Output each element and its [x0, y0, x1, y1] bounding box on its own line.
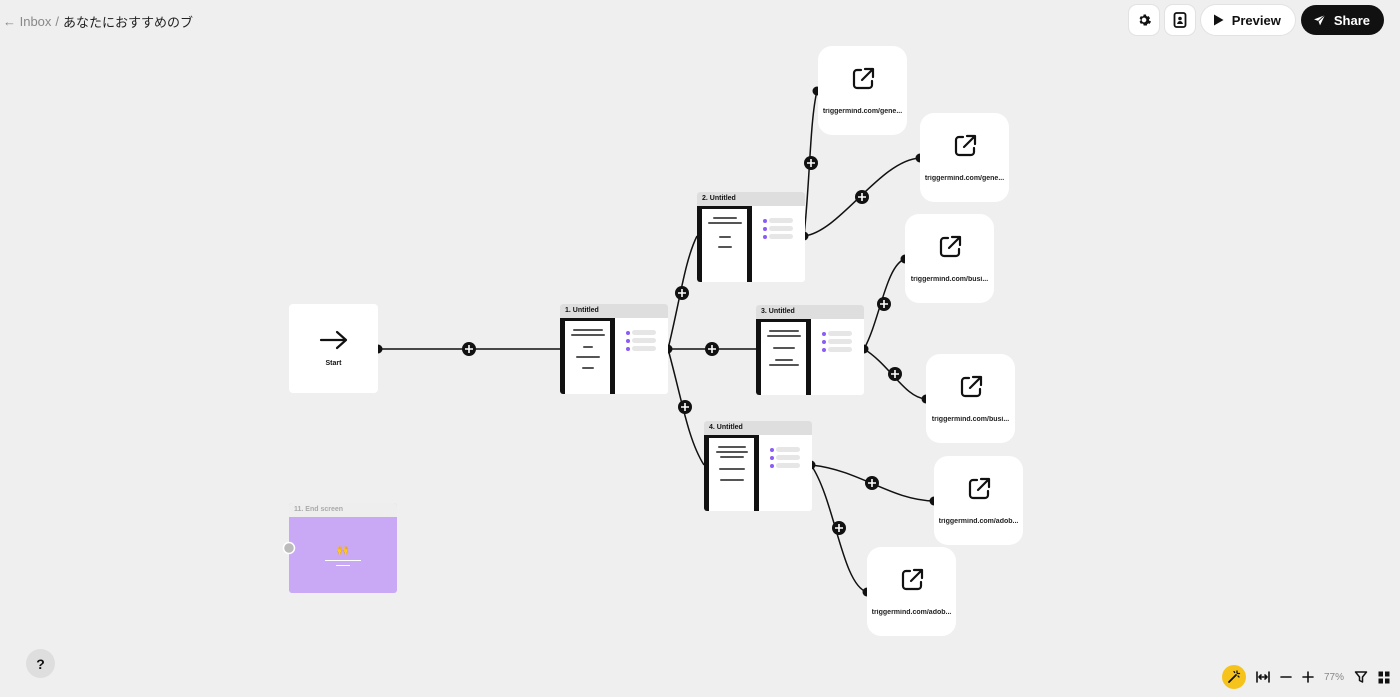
screen-node-1[interactable]: 1. Untitled: [560, 304, 668, 394]
send-icon: [1313, 14, 1326, 25]
choice-list: [770, 447, 800, 471]
redirect-node-3[interactable]: triggermind.com/busi...: [905, 214, 994, 303]
screen-preview: [704, 435, 759, 511]
external-link-icon: [901, 568, 923, 591]
edge-1-to-4: [667, 348, 705, 466]
redirect-node-6[interactable]: triggermind.com/adob...: [867, 547, 956, 636]
add-step-icon: [877, 297, 891, 311]
preview-button[interactable]: Preview: [1200, 5, 1295, 35]
external-link-icon: [960, 375, 982, 398]
add-step-icon: [832, 521, 846, 535]
add-step-icon: [804, 156, 818, 170]
screen-title: 3. Untitled: [756, 305, 864, 319]
screen-preview: [756, 319, 811, 395]
breadcrumb-separator: /: [55, 14, 60, 29]
magic-wand-icon: [1228, 670, 1241, 683]
phone-person-icon: [1173, 12, 1187, 28]
play-icon: [1213, 14, 1224, 26]
external-link-icon: [968, 477, 990, 500]
external-link-icon: [852, 67, 874, 90]
add-step-icon: [865, 476, 879, 490]
screen-node-4[interactable]: 4. Untitled: [704, 421, 812, 511]
share-label: Share: [1333, 12, 1370, 28]
screen-node-3[interactable]: 3. Untitled: [756, 305, 864, 395]
gear-icon: [1139, 14, 1151, 26]
add-step-icon: [705, 342, 719, 356]
zoom-level: 77%: [1323, 671, 1344, 683]
edge-2-to-link1: [803, 90, 818, 237]
redirect-url: triggermind.com/busi...: [931, 416, 1010, 423]
settings-button[interactable]: [1128, 5, 1159, 35]
screen-title: 4. Untitled: [704, 421, 812, 435]
arrow-right-icon: [319, 330, 347, 350]
screen-preview: [697, 206, 752, 282]
screen-title: 2. Untitled: [697, 192, 805, 206]
choice-list: [763, 218, 793, 242]
breadcrumb: ← Inbox / あなたにおすすめのブ: [3, 12, 193, 31]
add-step-icon: [888, 367, 902, 381]
back-to-inbox-link[interactable]: ← Inbox: [3, 14, 52, 29]
mobile-view-button[interactable]: [1164, 5, 1195, 35]
canvas-tools: 77%: [1221, 665, 1390, 689]
redirect-node-2[interactable]: triggermind.com/gene...: [920, 113, 1009, 202]
redirect-url: triggermind.com/adob...: [938, 518, 1019, 525]
edge-4-to-link6: [810, 464, 868, 593]
start-label: Start: [325, 360, 342, 367]
add-step-icon: [675, 286, 689, 300]
add-step-icon: [855, 190, 869, 204]
redirect-url: triggermind.com/gene...: [822, 108, 903, 115]
external-link-icon: [939, 235, 961, 258]
add-step-icon: [678, 400, 692, 414]
choice-list: [626, 330, 656, 354]
layout-grid-icon[interactable]: [1378, 671, 1390, 684]
end-screen-preview: 🙌: [289, 517, 397, 593]
external-link-icon: [954, 134, 976, 157]
filter-icon[interactable]: [1354, 670, 1368, 684]
redirect-url: triggermind.com/busi...: [910, 276, 989, 283]
end-screen-title: 11. End screen: [289, 503, 397, 517]
screen-preview: [560, 318, 615, 394]
redirect-node-4[interactable]: triggermind.com/busi...: [926, 354, 1015, 443]
zoom-in-icon[interactable]: [1302, 671, 1314, 683]
magic-wand-button[interactable]: [1221, 665, 1246, 689]
edge-3-to-link3: [863, 258, 906, 350]
end-screen-input-port[interactable]: [282, 541, 296, 555]
fit-width-icon[interactable]: [1256, 671, 1270, 683]
edge-1-to-2: [667, 235, 698, 350]
redirect-node-5[interactable]: triggermind.com/adob...: [934, 456, 1023, 545]
redirect-url: triggermind.com/adob...: [871, 609, 952, 616]
preview-label: Preview: [1231, 12, 1281, 28]
choice-list: [822, 331, 852, 355]
share-button[interactable]: Share: [1300, 5, 1384, 35]
screen-title: 1. Untitled: [560, 304, 668, 318]
help-button[interactable]: ?: [26, 649, 55, 678]
page-title[interactable]: あなたにおすすめのブ: [63, 15, 194, 30]
end-screen-node[interactable]: 11. End screen 🙌: [289, 503, 397, 593]
redirect-url: triggermind.com/gene...: [924, 175, 1005, 182]
screen-node-2[interactable]: 2. Untitled: [697, 192, 805, 282]
raised-hands-emoji: 🙌: [336, 544, 350, 556]
redirect-node-1[interactable]: triggermind.com/gene...: [818, 46, 907, 135]
add-step-handles: [462, 156, 902, 535]
add-step-icon: [462, 342, 476, 356]
start-node[interactable]: Start: [289, 304, 378, 393]
zoom-out-icon[interactable]: [1280, 671, 1292, 683]
top-toolbar: Preview Share: [1128, 5, 1384, 35]
